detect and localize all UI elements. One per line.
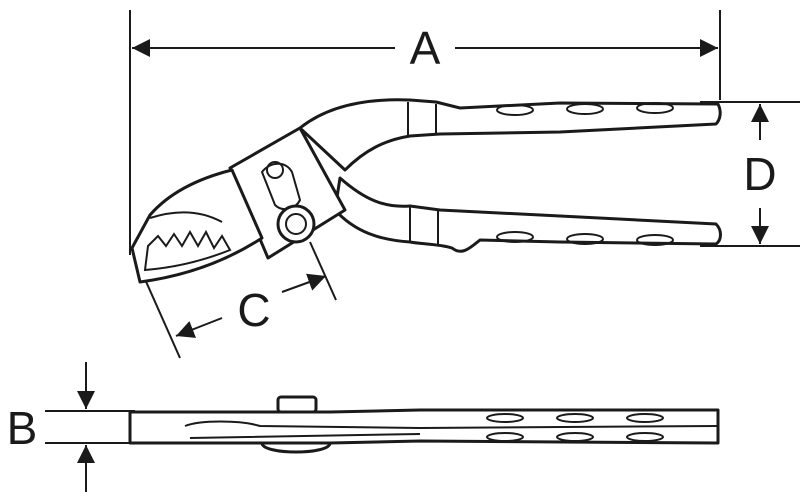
jaw-edge [149,211,223,223]
dimension-c-arrow-left [175,317,223,338]
dimension-d-label: D [743,148,776,200]
dimension-b: B [7,362,135,492]
upper-grip-dimple-3 [636,102,674,114]
pivot-bolt-inner [285,213,307,235]
dimension-c-arrow-right [281,273,327,293]
dimension-d: D [700,101,800,247]
upper-grip-dimple-2 [566,103,604,115]
side-dimple-1 [486,413,524,423]
lower-grip-dimple-3 [636,234,674,246]
dimension-c-label: C [237,284,270,336]
side-body [128,408,720,445]
dimension-a: A [129,10,721,255]
adjust-slot-hole [266,161,284,179]
side-dimple-3 [626,413,664,423]
dimension-c-extension-right [309,241,337,301]
lower-handle-collar [409,206,439,244]
lower-grip-dimple-2 [566,233,604,245]
upper-grip-dimple-1 [496,104,534,116]
side-dimple-5 [556,432,594,442]
jaw [130,168,264,284]
lower-handle [333,176,722,253]
side-bolt-head [276,395,318,414]
lower-grip-dimple-1 [496,231,534,243]
dimension-b-label: B [7,402,38,454]
side-nut [260,441,332,454]
side-dimple-2 [556,413,594,423]
pliers-side-view [128,395,720,454]
pliers-front-view [130,98,722,284]
dimension-c: C [131,241,337,359]
side-dimple-6 [626,432,664,442]
side-dimple-4 [486,432,524,442]
side-parting-line [184,420,719,439]
dimension-a-label: A [410,22,441,74]
adjust-slot [260,162,302,211]
jaw-teeth [143,229,232,272]
pivot-bolt [276,204,316,244]
upper-handle-collar [407,102,437,136]
upper-handle [298,98,722,172]
